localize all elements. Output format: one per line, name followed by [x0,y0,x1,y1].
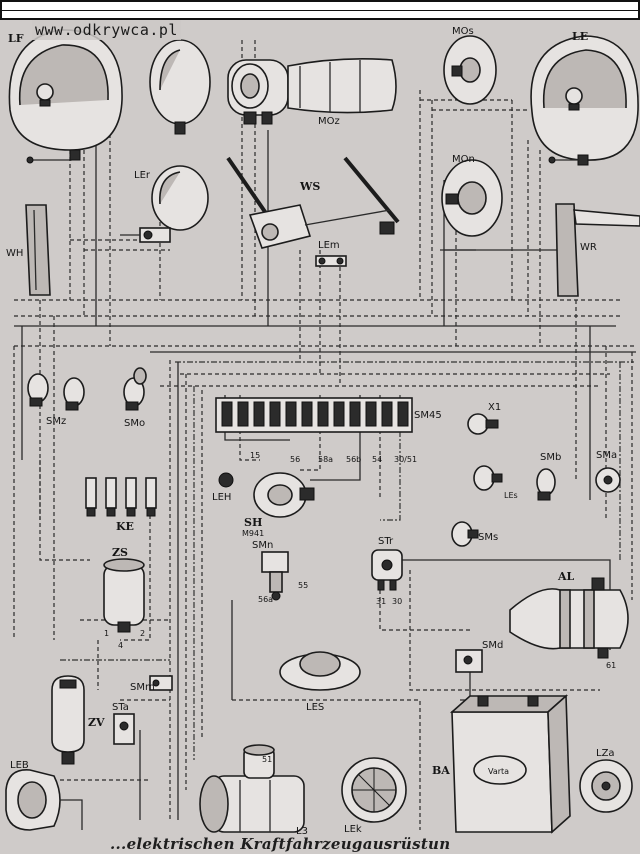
label-l3: L3 [296,826,308,837]
interior-lamp [120,165,209,243]
label-al: AL [557,570,575,583]
terminal-30: 30 [392,597,402,606]
dynamo [509,577,629,659]
horn-small-top [443,35,497,105]
label-sms: SMs [478,532,498,543]
small-switch-smm [149,675,173,691]
label-ler: LEr [134,170,151,181]
terminal-55: 55 [298,581,308,590]
terminal-51: 51 [262,755,272,764]
label-zv: ZV [88,716,105,729]
label-smz-left: SMz [46,416,66,427]
ignition-coil [103,558,145,633]
label-sma: SMa [596,450,617,461]
label-smo: SMo [124,418,145,429]
brake-light-switch [261,551,289,601]
side-lamp-left [149,39,211,135]
distributor [51,675,85,765]
terminal-54: 54 [372,455,382,464]
starter-relay [371,549,403,591]
terminal-30-51: 30/51 [394,455,417,464]
terminal-2: 2 [140,629,145,638]
terminal-56b: 56b [346,455,361,464]
horn-bottom [341,757,407,823]
label-mos: MOs [452,26,474,37]
label-mon: MOn [452,154,475,165]
label-ke: KE [116,520,134,533]
left-direction-indicator [25,204,51,296]
label-lek: LEk [344,824,362,835]
label-moz: MOz [318,116,340,127]
label-lf: LF [8,32,24,45]
top-bar-divider [2,10,638,11]
label-smn: SMn [252,540,273,551]
label-sta: STa [112,702,129,713]
terminal-numbers: 15 56 58a 56b 54 30/51 56a 55 30 31 51 6… [104,451,616,764]
browser-top-bar [0,0,640,20]
right-direction-indicator [555,203,640,297]
label-le: LE [572,30,588,43]
label-x1: X1 [488,402,501,413]
label-wh: WH [6,248,23,259]
terminal-56: 56 [290,455,300,464]
terminal-56a: 56a [258,595,273,604]
label-sm45: SM45 [414,410,442,421]
label-smd: SMd [482,640,503,651]
label-leb: LEB [10,760,29,771]
terminal-4: 4 [118,641,123,650]
label-ws: WS [299,180,320,193]
right-small-components [451,413,621,547]
terminal-61: 61 [606,661,616,670]
ignition-switch [218,472,315,518]
regulator [455,649,483,673]
label-battery-brand: Varta [488,767,509,776]
battery [449,694,571,834]
label-str: STr [378,536,394,547]
horn-motor [227,58,397,125]
right-headlamp [530,35,639,166]
terminal-31: 31 [376,597,386,606]
switch-group-left [27,367,147,411]
label-smb: SMb [540,452,561,463]
terminal-58a: 58a [318,455,333,464]
terminal-block [215,397,413,433]
connector-lem [315,255,347,267]
label-sh: SH [244,516,262,529]
horn-lower-right [440,159,503,251]
label-les: LES [306,702,324,713]
left-headlamp [8,29,123,164]
label-lza: LZa [596,748,615,759]
terminal-15: 15 [250,451,260,460]
terminal-1: 1 [104,629,109,638]
starter-bracket [113,713,135,745]
spark-plugs [85,477,157,517]
label-les-small: LEs [504,491,518,500]
label-leh: LEH [212,492,231,503]
watermark-text: www.odkrywca.pl [32,20,181,40]
number-plate-lamp [279,651,361,691]
windscreen-wiper [226,156,400,249]
starter-motor [199,744,305,833]
rear-lamp-left [5,769,83,831]
rear-lamp-right [579,759,633,813]
label-ba: BA [432,764,450,777]
label-wr: WR [580,242,597,253]
label-smm: SMm [130,682,155,693]
component-labels: LF LE MOs MOn MOz WS LEr LEm WH WR SMz S… [6,26,617,837]
label-lem: LEm [318,240,340,251]
label-zs: ZS [112,546,128,559]
footer-caption: ...elektrischen Kraftfahrzeugausrüstun [110,835,451,853]
label-sh-sub: M941 [242,529,264,538]
